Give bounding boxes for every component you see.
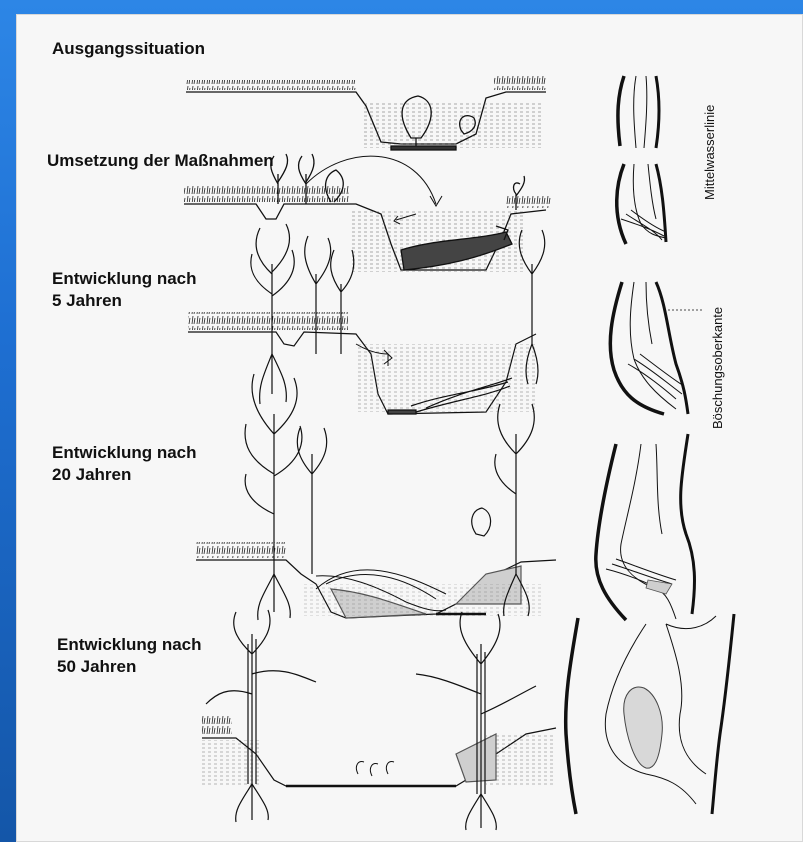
plan-view-measures: [617, 164, 666, 244]
plan-view-20-years: [596, 434, 695, 620]
cross-section-initial: [186, 76, 546, 150]
plan-view-initial: [618, 76, 659, 148]
cross-section-measures: [184, 154, 551, 272]
sketch-drawings: [16, 14, 803, 842]
plan-view-50-years: [566, 614, 734, 814]
cross-section-50-years: [202, 610, 556, 830]
plan-view-5-years: [610, 282, 704, 414]
figure-panel: Ausgangssituation Umsetzung der Maßnahme…: [16, 14, 803, 842]
